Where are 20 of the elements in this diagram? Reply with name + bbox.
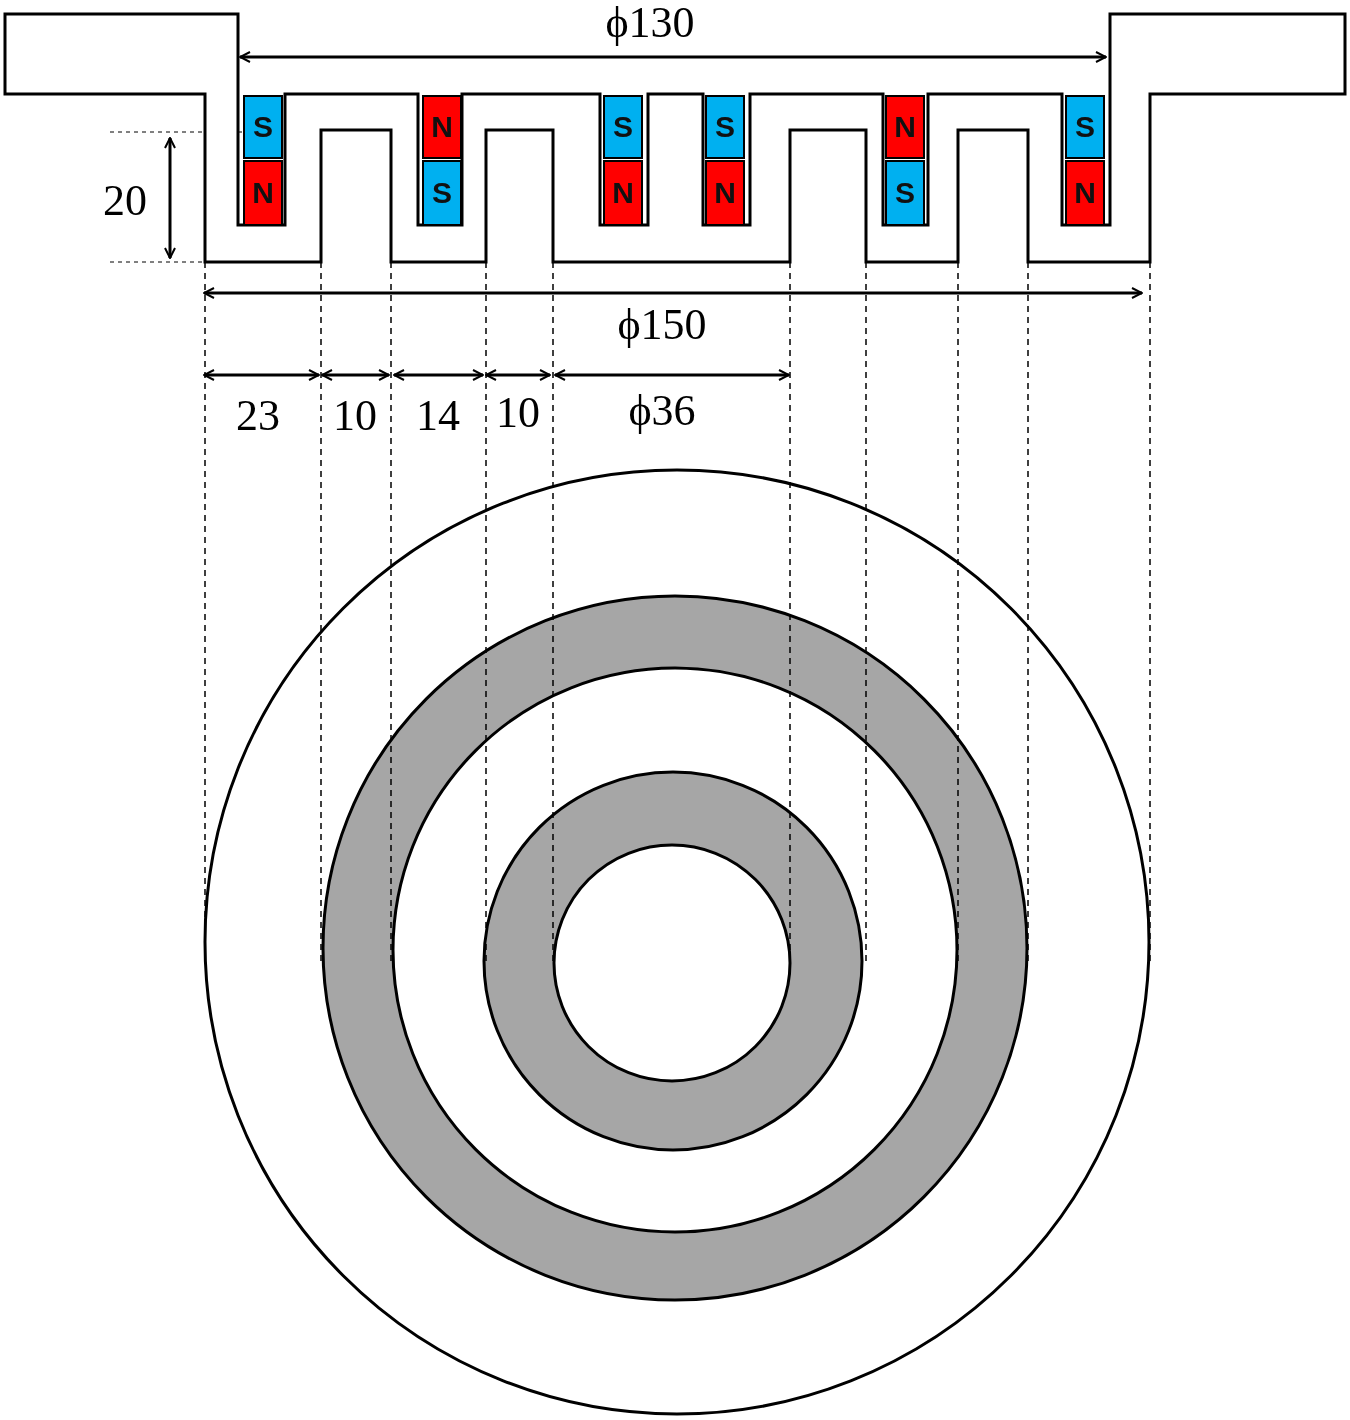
magnet-pole: N (705, 160, 745, 226)
dimension-label: 20 (103, 178, 147, 224)
magnet-pole: S (422, 160, 462, 226)
dimension-label: ϕ36 (628, 388, 696, 434)
dimension-label: 23 (236, 393, 280, 439)
magnet-pole: S (603, 95, 643, 159)
dimension-label: ϕ150 (617, 302, 707, 348)
magnet-pole: S (1065, 95, 1105, 159)
magnet-pole: N (1065, 160, 1105, 226)
magnet-pole: S (705, 95, 745, 159)
magnet-pole: N (603, 160, 643, 226)
magnet-pole: S (885, 160, 925, 226)
dimension-label: 14 (416, 393, 460, 439)
magnet-pole: N (885, 95, 925, 159)
dimension-label: 10 (333, 393, 377, 439)
magnet-pole: N (243, 160, 283, 226)
magnet-pole: N (422, 95, 462, 159)
dimension-label: 10 (496, 390, 540, 436)
magnet-pole: S (243, 95, 283, 159)
dimension-label: ϕ130 (605, 0, 695, 46)
